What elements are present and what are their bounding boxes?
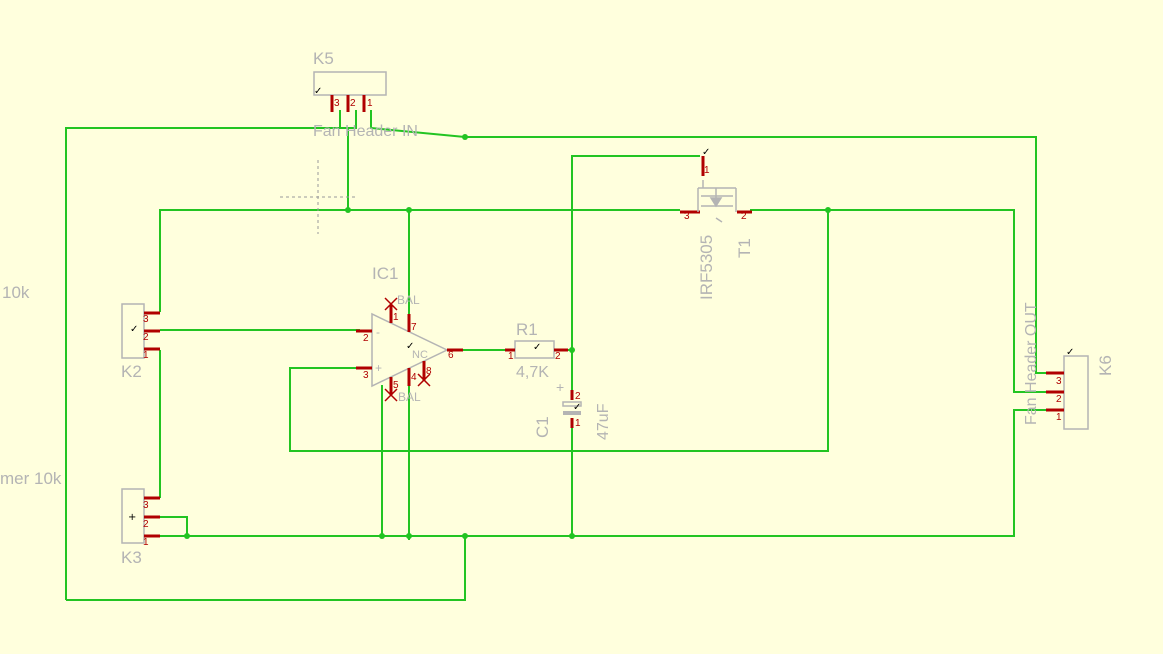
- component-c1[interactable]: + 2 1 ✓ C1 47uF: [533, 379, 612, 440]
- t1-value: IRF5305: [697, 235, 716, 300]
- junction-dot: [379, 533, 385, 539]
- k3-pin-3: 3: [143, 500, 149, 511]
- component-k3[interactable]: mer 10k 3 2 1 + K3: [0, 469, 160, 567]
- component-r1[interactable]: R1 1 2 ✓ 4,7K: [505, 320, 568, 381]
- t1-pin-1: 1: [704, 165, 710, 176]
- k5-pin-1: 1: [367, 98, 373, 109]
- k6-pin-2: 2: [1056, 394, 1062, 405]
- k6-origin-mark: ✓: [1066, 347, 1074, 358]
- c1-plus: +: [556, 379, 564, 395]
- junction-dot: [406, 533, 412, 539]
- component-t1[interactable]: 1 3 2 ✓ IRF5305 T1: [680, 147, 754, 300]
- k5-name: K5: [313, 49, 334, 68]
- wire-fan-in-top[interactable]: [65, 127, 348, 600]
- ic1-minus: -: [376, 325, 380, 339]
- ic1-pin-1: 1: [393, 312, 399, 323]
- junctions: [184, 134, 831, 539]
- wire-feedback[interactable]: [289, 210, 829, 452]
- k5-value: Fan Header IN: [313, 123, 418, 140]
- c1-value: 47uF: [595, 403, 612, 440]
- component-k2[interactable]: 10k 3 2 1 ✓ K2: [2, 283, 160, 381]
- t1-origin-mark: ✓: [702, 147, 710, 158]
- r1-value: 4,7K: [516, 364, 549, 381]
- component-k6[interactable]: 3 2 1 ✓ K6 Fan Header OUT: [1023, 302, 1115, 430]
- junction-dot: [406, 207, 412, 213]
- no-connect-icon: [384, 297, 398, 311]
- r1-pin-2: 2: [555, 351, 561, 362]
- ic1-bal-top: BAL: [397, 293, 420, 307]
- k2-pin-1: 1: [143, 350, 149, 361]
- k3-name: K3: [121, 548, 142, 567]
- ic1-pin-8: 8: [426, 366, 432, 377]
- component-k5[interactable]: K5 3 2 1 ✓ Fan Header IN: [313, 49, 418, 140]
- ic1-bal-bottom: BAL: [398, 390, 421, 404]
- wire-k5-pin1[interactable]: [370, 110, 1046, 374]
- r1-origin-mark: ✓: [533, 342, 541, 353]
- mosfet-symbol-icon: [697, 180, 737, 223]
- ic1-name: IC1: [372, 264, 398, 283]
- k6-pin-3: 3: [1056, 376, 1062, 387]
- junction-dot: [345, 207, 351, 213]
- k3-value: mer 10k: [0, 469, 62, 488]
- junction-dot: [825, 207, 831, 213]
- r1-pin-1: 1: [508, 351, 514, 362]
- component-ic1[interactable]: IC1 - + 2 3 6 1 7 BAL 5 4 8 BAL NC ✓: [356, 264, 463, 404]
- wire-k5-pin2[interactable]: [347, 110, 357, 210]
- crosshair-cursor-icon: [280, 160, 355, 234]
- t1-name: T1: [735, 238, 754, 258]
- t1-pin-2: 2: [741, 211, 747, 222]
- ic1-pin-4: 4: [411, 372, 417, 383]
- ic1-pin-5: 5: [393, 380, 399, 391]
- junction-dot: [184, 533, 190, 539]
- ic1-pin-6: 6: [448, 350, 454, 361]
- wire-gnd-rail[interactable]: [160, 409, 1046, 537]
- junction-dot: [569, 533, 575, 539]
- k3-pin-2: 2: [143, 519, 149, 530]
- ic1-pin-7: 7: [411, 322, 417, 333]
- junction-dot: [569, 347, 575, 353]
- k5-origin-mark: ✓: [314, 86, 322, 97]
- wire-gnd-loop[interactable]: [66, 536, 466, 601]
- c1-origin-mark: ✓: [573, 402, 581, 413]
- k2-name: K2: [121, 362, 142, 381]
- wire-supply-rail[interactable]: [159, 209, 680, 312]
- k2-value: 10k: [2, 283, 30, 302]
- k5-pin-3: 3: [334, 98, 340, 109]
- wire-k3-pin2[interactable]: [160, 516, 188, 536]
- junction-dot: [462, 533, 468, 539]
- r1-name: R1: [516, 320, 538, 339]
- k2-pin-3: 3: [143, 314, 149, 325]
- wire-t1-drain[interactable]: [750, 209, 1046, 393]
- k2-origin-mark: ✓: [130, 324, 138, 335]
- wire-r1-gate[interactable]: [568, 155, 700, 351]
- t1-pin-3: 3: [684, 211, 690, 222]
- junction-dot: [462, 134, 468, 140]
- k2-pin-2: 2: [143, 332, 149, 343]
- c1-pin-2: 2: [575, 391, 581, 402]
- ic1-pin-2: 2: [363, 333, 369, 344]
- k6-name: K6: [1096, 355, 1115, 376]
- ic1-nc: NC: [412, 349, 428, 361]
- ic1-plus: +: [375, 361, 382, 375]
- c1-name: C1: [533, 416, 552, 438]
- k6-pin-1: 1: [1056, 412, 1062, 423]
- k3-origin-mark: +: [128, 512, 136, 523]
- k3-pin-1: 1: [143, 537, 149, 548]
- k6-value: Fan Header OUT: [1023, 302, 1040, 425]
- no-connect-icon: [384, 373, 431, 402]
- ic1-pin-3: 3: [363, 370, 369, 381]
- k5-pin-2: 2: [350, 98, 356, 109]
- c1-pin-1: 1: [575, 418, 581, 429]
- ic1-origin-mark: ✓: [406, 341, 414, 352]
